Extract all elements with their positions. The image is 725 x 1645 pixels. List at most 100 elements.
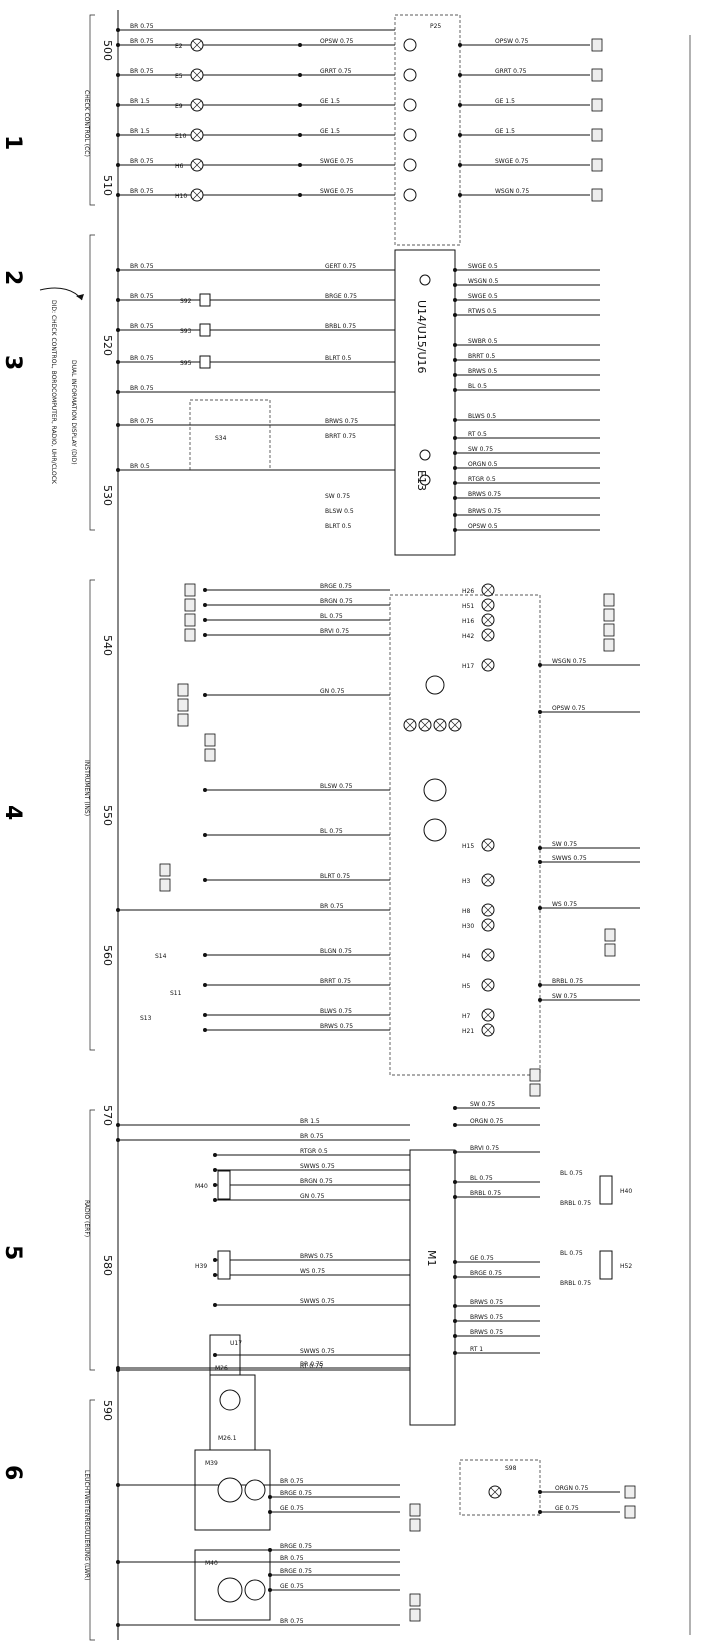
junction-dot: [453, 388, 457, 392]
lamp-cross: [483, 600, 493, 610]
component-label: S92: [180, 298, 192, 305]
lamp-cross: [420, 720, 430, 730]
wire-label: BRWS 0.75: [470, 1299, 503, 1306]
junction-dot: [116, 1123, 120, 1127]
junction-dot: [538, 663, 542, 667]
module-label: M40: [205, 1560, 218, 1567]
component-label: S14: [155, 953, 167, 960]
wire-label: OPSW 0.75: [320, 38, 354, 45]
lamp-cross: [483, 980, 493, 990]
junction-dot: [203, 588, 207, 592]
junction-dot: [116, 298, 120, 302]
row-number: 1: [0, 135, 25, 150]
wire-label: BR 0.75: [280, 1618, 304, 1625]
wire-label: BRGN 0.75: [300, 1178, 333, 1185]
junction-dot: [453, 343, 457, 347]
component-label: H15: [462, 843, 474, 850]
wire-label: BRBL 0.75: [560, 1280, 591, 1287]
component-label: H17: [462, 663, 474, 670]
connector-block: [204, 748, 216, 762]
lamp-cross: [450, 720, 460, 730]
junction-dot: [453, 466, 457, 470]
junction-dot: [116, 1368, 120, 1372]
wire-label: RTWS 0.5: [468, 308, 497, 315]
wire-label: BR 0.75: [130, 188, 154, 195]
row-number: 2: [0, 270, 25, 285]
component-label: E10: [175, 133, 187, 140]
wire-label: BLGN 0.75: [320, 948, 352, 955]
wire-label: ORGN 0.75: [470, 1118, 503, 1125]
junction-dot: [453, 1351, 457, 1355]
junction-dot: [213, 1183, 217, 1187]
connector-block: [591, 128, 603, 142]
wire-label: BR 0.75: [130, 23, 154, 30]
junction-dot: [203, 788, 207, 792]
speaker-icon: [217, 1170, 231, 1200]
wire-label: GE 1.5: [320, 98, 340, 105]
component-label: H8: [462, 908, 471, 915]
wire-label: SW 0.75: [552, 841, 577, 848]
lamp-cross: [483, 585, 493, 595]
component-label: S11: [170, 990, 182, 997]
junction-dot: [203, 953, 207, 957]
component-label: H16: [462, 618, 474, 625]
wire-label: RTGR 0.5: [300, 1148, 328, 1155]
wire-label: BRGE 0.75: [325, 293, 357, 300]
junction-dot: [453, 298, 457, 302]
gauge-icon: [244, 1479, 266, 1501]
component-label: S95: [180, 360, 192, 367]
junction-dot: [268, 1510, 272, 1514]
wire-label: GERT 0.75: [325, 263, 356, 270]
wire-label: BLWS 0.75: [320, 1008, 352, 1015]
wire-label: BR 0.75: [130, 263, 154, 270]
connector-block: [591, 68, 603, 82]
junction-dot: [453, 1304, 457, 1308]
connector-block: [624, 1485, 636, 1499]
wire-label: BLWS 0.5: [468, 413, 496, 420]
wire-label: BRWS 0.5: [468, 368, 497, 375]
wire-label: WSGN 0.5: [468, 278, 499, 285]
lamp-cross: [483, 920, 493, 930]
junction-dot: [203, 633, 207, 637]
junction-dot: [268, 1495, 272, 1499]
wire-label: SWGE 0.75: [320, 188, 354, 195]
junction-dot: [116, 133, 120, 137]
junction-dot: [453, 1334, 457, 1338]
connector-block: [409, 1503, 421, 1517]
junction-dot: [203, 983, 207, 987]
wire-label: BL 0.75: [560, 1170, 583, 1177]
wire-label: BRBL 0.75: [560, 1200, 591, 1207]
junction-dot: [453, 283, 457, 287]
connector-block: [591, 158, 603, 172]
connector-block: [204, 733, 216, 747]
wire-label: BRRT 0.5: [468, 353, 495, 360]
junction-dot: [453, 373, 457, 377]
connector-block: [177, 713, 189, 727]
junction-dot: [213, 1168, 217, 1172]
lamp-cross: [405, 720, 415, 730]
ruler-label: 550: [101, 805, 114, 826]
junction-dot: [453, 1180, 457, 1184]
gauge-icon: [403, 128, 417, 142]
wire-label: BLRT 0.75: [320, 873, 350, 880]
component-label: H3: [462, 878, 471, 885]
wire-label: BRVI 0.75: [320, 628, 349, 635]
wire-label: GRRT 0.75: [320, 68, 352, 75]
junction-dot: [213, 1258, 217, 1262]
component-label: S13: [140, 1015, 152, 1022]
junction-dot: [538, 998, 542, 1002]
wire-label: BRGE 0.75: [280, 1490, 312, 1497]
connector-block: [529, 1068, 541, 1082]
wire-label: BL 0.5: [468, 383, 487, 390]
component-label: E9: [175, 103, 183, 110]
wire-label: BR 0.75: [130, 385, 154, 392]
junction-dot: [453, 436, 457, 440]
wire-label: BL 0.75: [560, 1250, 583, 1257]
wire-label: RT 0.75: [300, 1363, 323, 1370]
wire-label: SWWS 0.75: [300, 1348, 335, 1355]
junction-dot: [116, 423, 120, 427]
junction-dot: [213, 1303, 217, 1307]
junction-dot: [453, 496, 457, 500]
wire-label: BR 0.75: [280, 1478, 304, 1485]
wire-label: WS 0.75: [300, 1268, 325, 1275]
